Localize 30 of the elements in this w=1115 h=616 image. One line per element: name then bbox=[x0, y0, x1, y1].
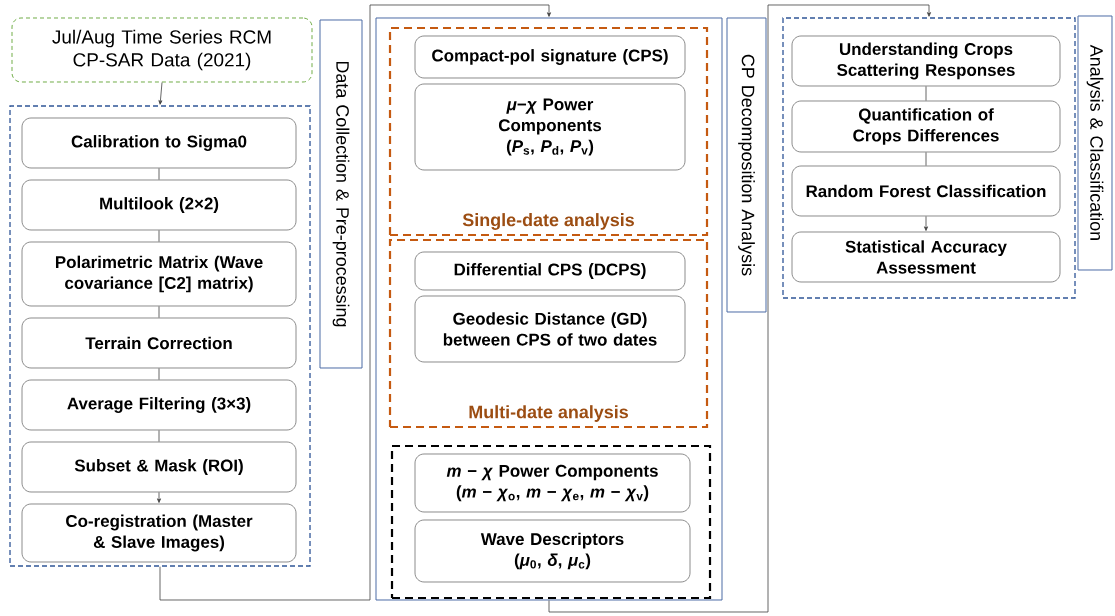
dashed-group-box bbox=[782, 17, 1076, 299]
process-box: Wave Descriptors (μ$_{0}$, δ, μ$_{c}$) bbox=[414, 519, 691, 583]
process-box: Multilook (2×2) bbox=[21, 179, 297, 231]
process-box: Understanding Crops Scattering Responses bbox=[791, 35, 1061, 87]
process-box: Differential CPS (DCPS) bbox=[414, 251, 686, 291]
panel-box bbox=[375, 17, 723, 601]
process-box: Average Filtering (3×3) bbox=[21, 379, 297, 431]
process-box: m − χ Power Components (m − χ$_{o}$, m − χ$_{e}$, m − χ$_{v}$) bbox=[414, 453, 691, 513]
process-box: Calibration to Sigma0 bbox=[21, 117, 297, 169]
process-box: Random Forest Classification bbox=[791, 165, 1061, 217]
arrow bbox=[158, 82, 163, 105]
arrow bbox=[159, 4, 551, 601]
process-box: Co-registration (Master & Slave Images) bbox=[21, 503, 297, 563]
section-label-box: CP Decomposition Analysis bbox=[726, 17, 767, 313]
arrow bbox=[924, 216, 928, 231]
process-box: Geodesic Distance (GD) between CPS of two dates bbox=[414, 295, 686, 363]
dashed-group-box bbox=[9, 105, 311, 567]
arrow bbox=[548, 4, 931, 613]
process-box: Quantification of Crops Differences bbox=[791, 100, 1061, 153]
process-box: Terrain Correction bbox=[21, 317, 297, 369]
process-box: μ−χ Power Components (P$_{s}$, P$_{d}$, P$_{v}$) bbox=[414, 83, 686, 171]
process-box: Subset & Mask (ROI) bbox=[21, 441, 297, 493]
arrow bbox=[157, 492, 161, 503]
process-box: Polarimetric Matrix (Wave covariance [C2] matrix) bbox=[21, 241, 297, 307]
data-source-box: Jul/Aug Time Series RCM CP-SAR Data (2021) bbox=[11, 17, 313, 83]
section-label-box: Data Collection & Pre-processing bbox=[319, 19, 363, 369]
process-box: Compact-pol signature (CPS) bbox=[414, 35, 686, 79]
dashed-group-box bbox=[390, 444, 712, 600]
section-label-box: Analysis & Classification bbox=[1077, 15, 1113, 271]
process-box: Statistical Accuracy Assessment bbox=[791, 231, 1061, 283]
